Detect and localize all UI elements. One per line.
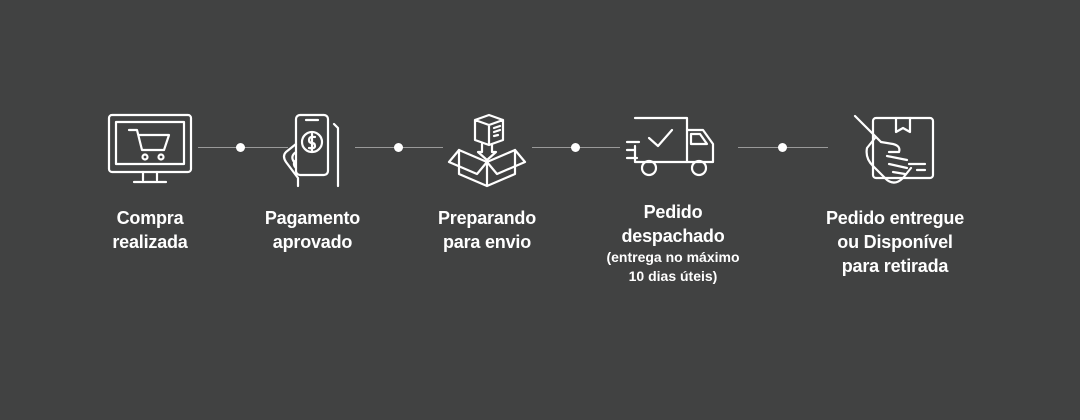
connector-2 [355,143,443,152]
step-label: Pagamento aprovado [264,208,361,252]
hand-package-icon [853,114,935,184]
connector-4 [738,143,828,152]
phone-payment-icon [282,113,339,188]
connector-1 [198,143,288,152]
step-label: Pedido despachado [621,202,725,246]
step-label: Compra realizada [112,208,188,252]
step-label: Preparando para envio [437,208,537,252]
delivery-truck-icon [625,116,715,177]
step-preparando-para-envio: Preparando para envio [412,112,562,254]
step-pedido-despachado: Pedido despachado (entrega no máximo 10 … [580,112,766,286]
connector-dot [571,143,580,152]
computer-cart-icon [107,113,193,184]
step-compra-realizada: Compra realizada [80,112,220,254]
connector-dot [394,143,403,152]
connector-dot [236,143,245,152]
step-pedido-entregue: Pedido entregue ou Disponível para retir… [805,112,985,278]
step-label: Pedido entregue ou Disponível para retir… [825,208,965,276]
connector-3 [532,143,620,152]
connector-dot [778,143,787,152]
step-pagamento-aprovado: Pagamento aprovado [245,112,380,254]
package-box-icon [447,113,527,188]
step-note: (entrega no máximo 10 dias úteis) [606,249,740,284]
